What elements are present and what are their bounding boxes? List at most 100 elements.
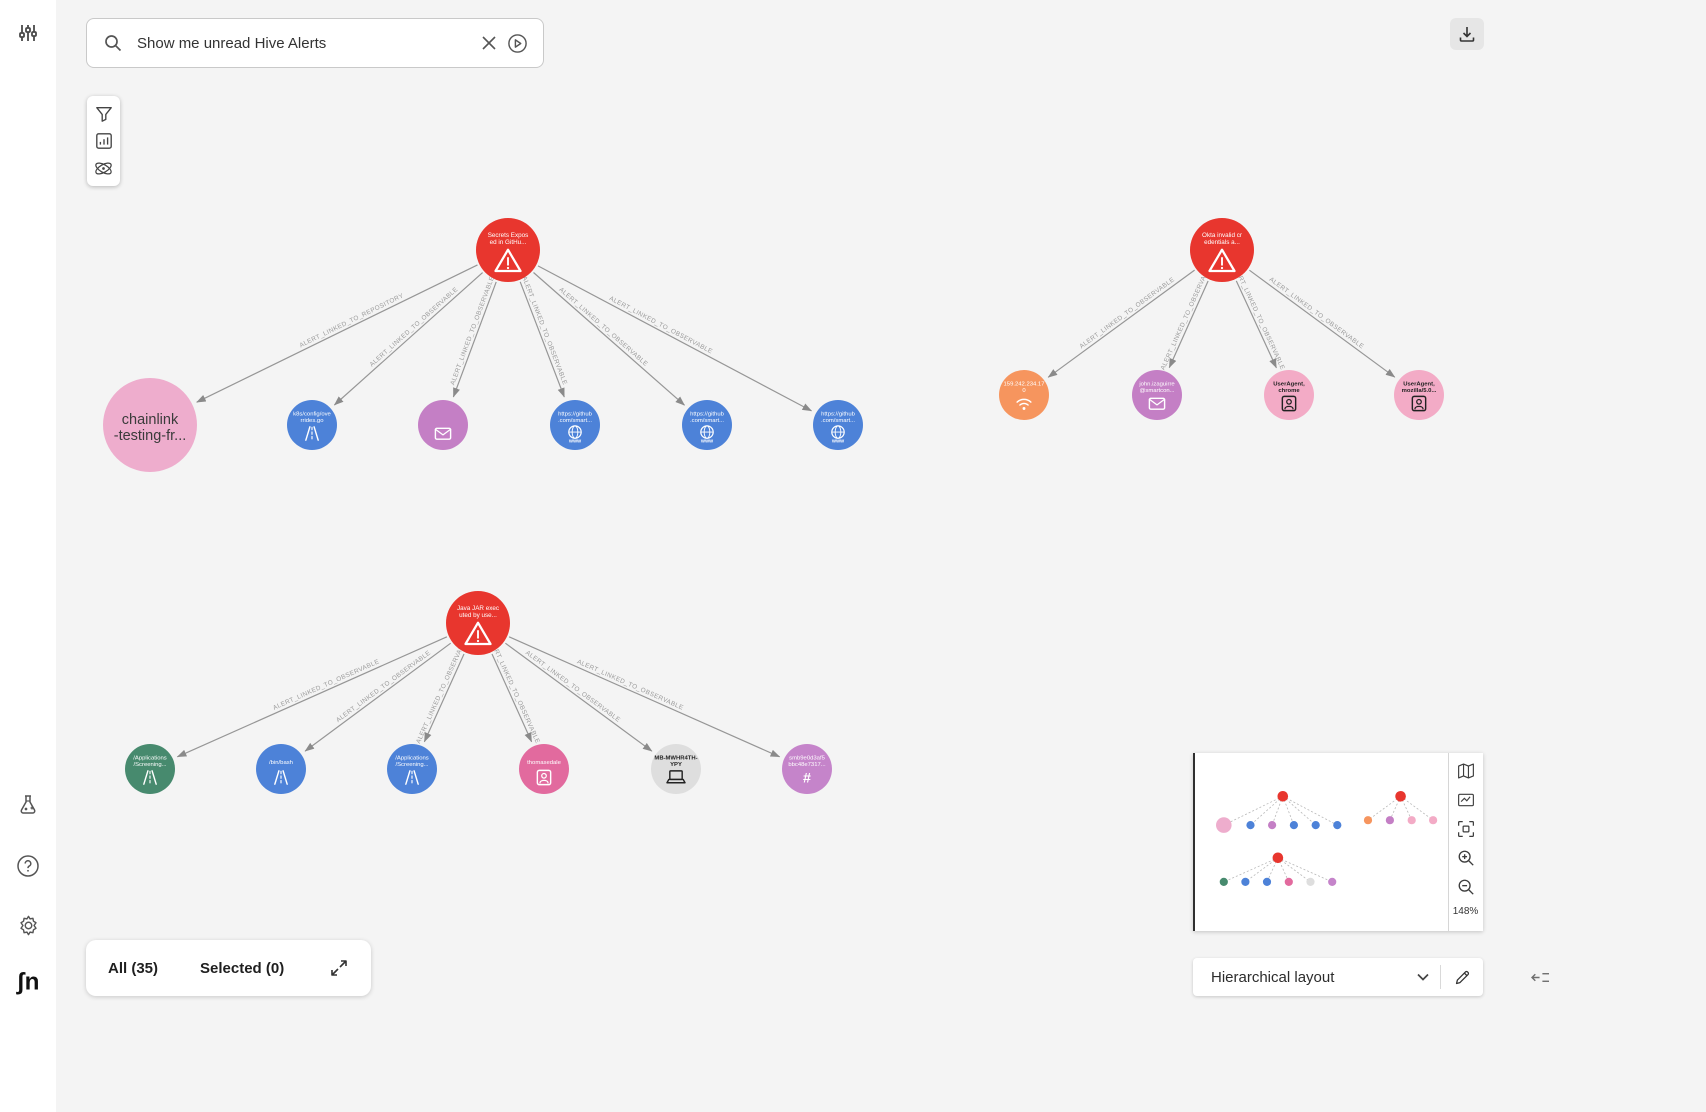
observable-node[interactable]: thomasedale: [519, 744, 569, 794]
minimap-node: [1333, 821, 1342, 830]
observable-node[interactable]: https://github.com/smart...WWW: [682, 400, 732, 450]
observable-node[interactable]: https://github.com/smart...WWW: [550, 400, 600, 450]
layout-bar: Hierarchical layout: [1193, 958, 1483, 996]
graph-edge: [1235, 280, 1277, 369]
minimap-edge: [1277, 857, 1333, 883]
observable-node[interactable]: MB-MWHR4TH-YPY: [651, 744, 701, 794]
fit-screen-icon[interactable]: [1454, 817, 1478, 841]
observable-node[interactable]: john.izaguirre@smartcon...: [1132, 370, 1182, 420]
edge-label: ALERT_LINKED_TO_OBSERVABLE: [1268, 276, 1365, 350]
minimap-edge: [1223, 795, 1283, 826]
zoom-level: 148%: [1452, 906, 1479, 917]
siren-logo[interactable]: ʃn: [14, 968, 42, 996]
search-input[interactable]: [137, 34, 475, 52]
help-icon[interactable]: [14, 852, 42, 880]
observable-node[interactable]: /Applications/Screening...: [387, 744, 437, 794]
download-icon: [1459, 27, 1475, 42]
svg-text:chainlink: chainlink: [122, 412, 179, 428]
tab-selected[interactable]: Selected (0): [200, 959, 285, 977]
minimap-node: [1407, 816, 1416, 825]
minimap-node: [1241, 877, 1250, 886]
svg-text:edentials a...: edentials a...: [1204, 239, 1240, 246]
graph-edge: [1249, 269, 1396, 378]
svg-text:smb9e0d3af5: smb9e0d3af5: [789, 756, 825, 762]
zoom-out-icon[interactable]: [1454, 875, 1478, 899]
svg-text:https://github: https://github: [558, 412, 592, 418]
svg-text:WWW: WWW: [701, 439, 714, 444]
observable-node[interactable]: chainlink-testing-fr...: [103, 378, 197, 472]
observable-node[interactable]: [418, 400, 468, 450]
minimap-edge: [1282, 795, 1338, 826]
observable-node[interactable]: https://github.com/smart...WWW: [813, 400, 863, 450]
bar-chart-icon[interactable]: [92, 129, 116, 153]
minimap-node: [1429, 816, 1438, 825]
zoom-in-icon[interactable]: [1454, 846, 1478, 870]
svg-text:john.izaguirre: john.izaguirre: [1138, 382, 1175, 388]
funnel-icon[interactable]: [92, 102, 116, 126]
minimap-node: [1385, 816, 1394, 825]
minimap-node: [1289, 821, 1298, 830]
svg-text:/Applications: /Applications: [133, 756, 166, 762]
close-icon[interactable]: [475, 29, 503, 57]
sliders-icon[interactable]: [14, 19, 42, 47]
minimap-node: [1311, 821, 1320, 830]
svg-text:ʃn: ʃn: [16, 968, 40, 995]
svg-text:Java JAR exec: Java JAR exec: [457, 605, 499, 612]
svg-text:YPY: YPY: [670, 762, 682, 768]
minimap[interactable]: [1193, 753, 1449, 931]
expand-icon[interactable]: [329, 958, 349, 978]
graph-edge: [519, 281, 565, 398]
svg-text:k8s/config/ove: k8s/config/ove: [293, 412, 331, 418]
gear-icon[interactable]: [14, 911, 42, 939]
minimap-edge: [1400, 795, 1434, 821]
collapse-panel-icon[interactable]: [1531, 969, 1550, 986]
graph-edge: [304, 642, 452, 752]
chevron-down-icon[interactable]: [1406, 969, 1440, 985]
svg-text:0: 0: [1022, 388, 1026, 394]
minimap-edge: [1367, 795, 1401, 821]
atom-icon[interactable]: [92, 156, 116, 180]
layout-select[interactable]: Hierarchical layout: [1211, 968, 1335, 986]
svg-text:/Screening...: /Screening...: [133, 762, 166, 768]
observable-node[interactable]: UserAgent,chrome: [1264, 370, 1314, 420]
svg-text:.com/smart...: .com/smart...: [821, 418, 855, 424]
observable-node[interactable]: /bin/bash: [256, 744, 306, 794]
play-circle-icon[interactable]: [503, 29, 531, 57]
flask-icon[interactable]: [14, 791, 42, 819]
divider: [1440, 965, 1441, 989]
observable-node[interactable]: UserAgent,mozilla/5.0...: [1394, 370, 1444, 420]
edge-label: ALERT_LINKED_TO_OBSERVABLE: [1078, 276, 1176, 350]
search-bar: [86, 18, 544, 68]
svg-text:.com/smart...: .com/smart...: [690, 418, 724, 424]
minimap-node: [1246, 821, 1255, 830]
svg-text:UserAgent,: UserAgent,: [1273, 382, 1305, 388]
observable-node[interactable]: /Applications/Screening...: [125, 744, 175, 794]
minimap-edge: [1245, 857, 1279, 883]
graph-tool-stack: [87, 96, 120, 186]
edge-label: ALERT_LINKED_TO_REPOSITORY: [298, 292, 405, 349]
svg-text:UserAgent,: UserAgent,: [1403, 382, 1435, 388]
edge-label: ALERT_LINKED_TO_OBSERVABLE: [524, 650, 621, 724]
observable-node[interactable]: 159.242.234.170: [999, 370, 1049, 420]
graph-edge: [533, 272, 685, 406]
minimap-edge: [1277, 857, 1311, 883]
tab-all[interactable]: All (35): [108, 959, 159, 977]
download-button[interactable]: [1450, 18, 1484, 50]
svg-text:/bin/bash: /bin/bash: [269, 760, 293, 766]
minimap-node: [1284, 877, 1293, 886]
svg-text:ed in GitHu...: ed in GitHu...: [490, 239, 527, 246]
minimap-node: [1272, 852, 1284, 864]
preview-icon[interactable]: [1454, 788, 1478, 812]
graph-edge: [452, 281, 497, 398]
graph-edge: [1047, 269, 1195, 378]
pencil-icon[interactable]: [1441, 969, 1483, 986]
minimap-edge: [1282, 795, 1316, 826]
map-icon[interactable]: [1454, 759, 1478, 783]
svg-text:uted by use...: uted by use...: [459, 612, 497, 619]
